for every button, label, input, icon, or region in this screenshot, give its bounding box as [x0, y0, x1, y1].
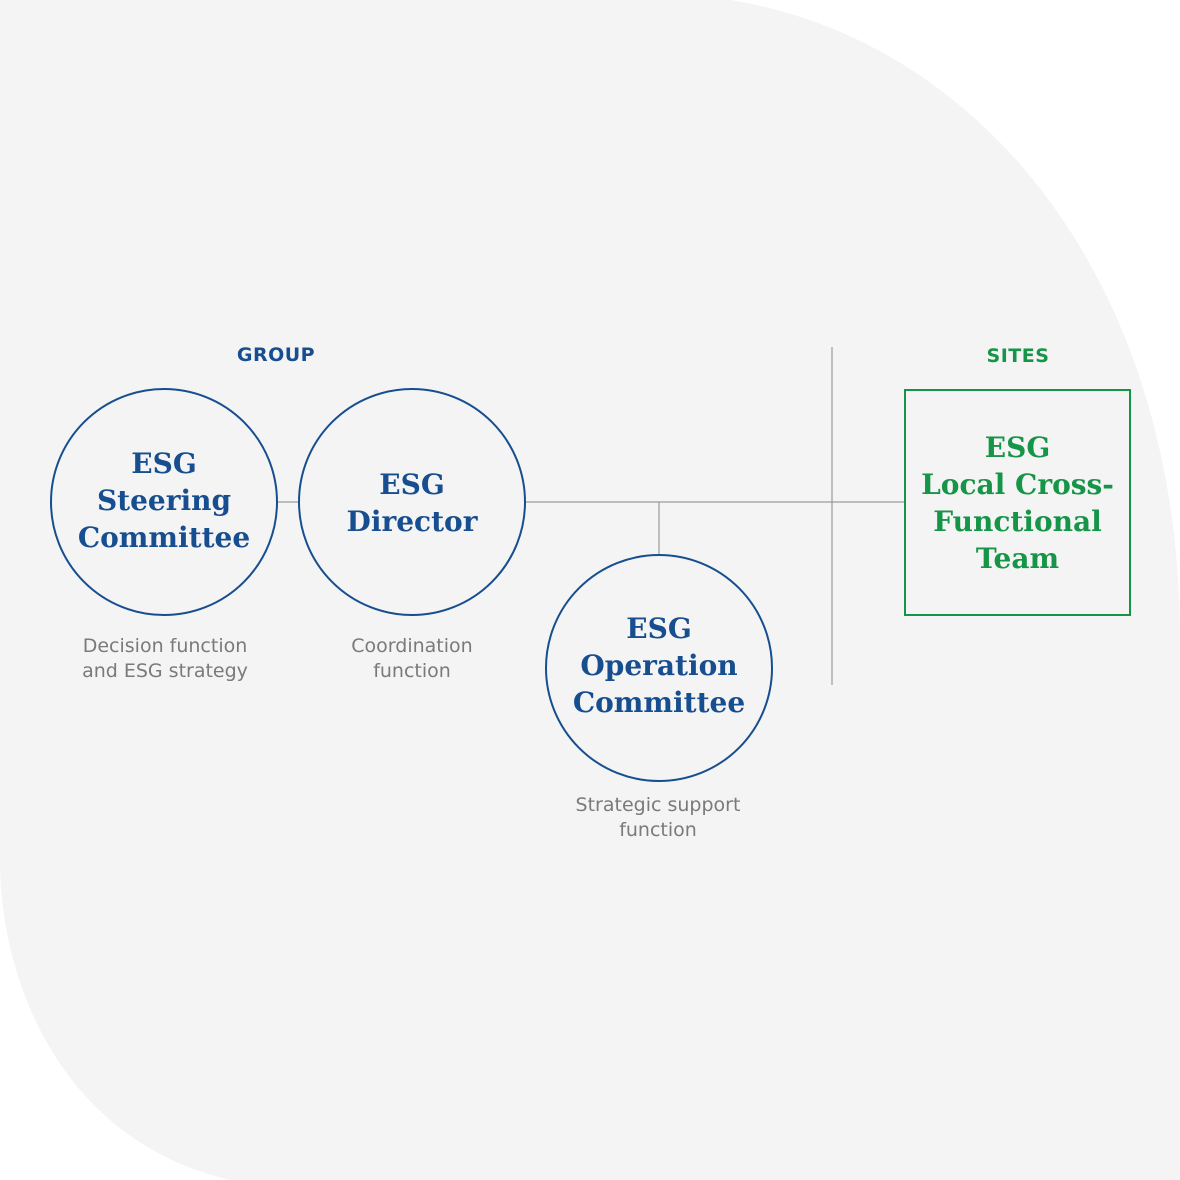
steering-line-2: Steering [96, 484, 232, 517]
director-line-2: Director [346, 505, 478, 538]
operation-line-3: Committee [572, 686, 746, 719]
node-esg-director-circle [298, 388, 526, 616]
operation-line-1: ESG [626, 612, 692, 645]
steering-line-3: Committee [77, 521, 251, 554]
director-caption: Coordination function [292, 634, 532, 684]
steering-caption-line-1: Decision function [82, 635, 248, 657]
director-caption-line-1: Coordination [351, 635, 473, 657]
operation-line-2: Operation [580, 649, 738, 682]
node-steering-committee-label: ESG Steering Committee [54, 445, 274, 556]
local-team-line-4: Team [975, 542, 1060, 575]
director-line-1: ESG [379, 468, 445, 501]
node-local-team-label: ESG Local Cross- Functional Team [907, 429, 1128, 577]
steering-caption: Decision function and ESG strategy [45, 634, 285, 684]
steering-line-1: ESG [131, 447, 197, 480]
node-operation-committee-circle [545, 554, 773, 782]
operation-caption: Strategic support function [538, 793, 778, 843]
director-caption-line-2: function [373, 660, 451, 682]
node-local-team-box [904, 389, 1131, 616]
steering-caption-line-2: and ESG strategy [82, 660, 248, 682]
node-esg-director-label: ESG Director [302, 466, 522, 540]
operation-caption-line-2: function [619, 819, 697, 841]
sites-heading: SITES [986, 345, 1050, 367]
local-team-line-2: Local Cross- [921, 468, 1114, 501]
group-heading: GROUP [236, 344, 316, 366]
local-team-line-3: Functional [933, 505, 1102, 538]
operation-caption-line-1: Strategic support [575, 794, 741, 816]
node-operation-committee-label: ESG Operation Committee [549, 610, 769, 721]
node-steering-committee-circle [50, 388, 278, 616]
local-team-line-1: ESG [984, 431, 1051, 464]
